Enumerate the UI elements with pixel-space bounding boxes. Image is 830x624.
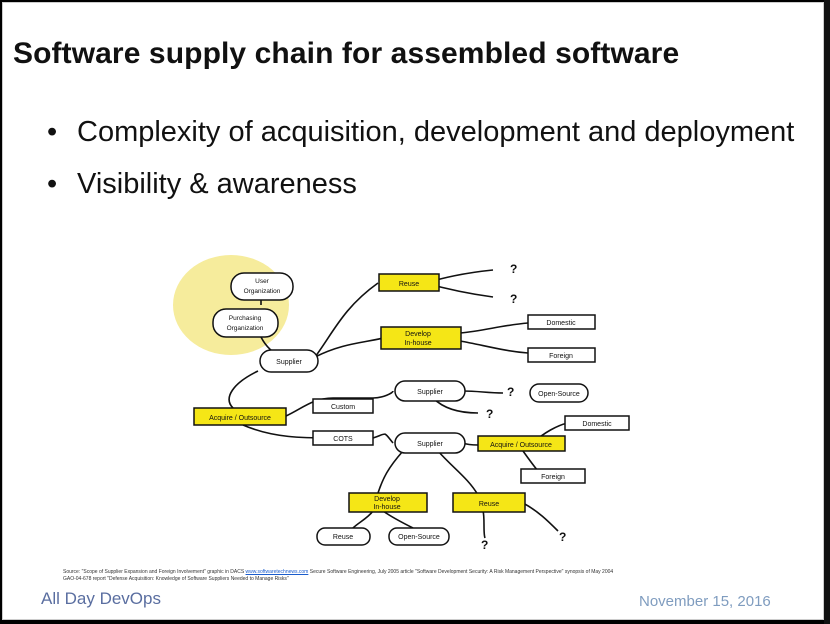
node-cots	[312, 430, 374, 446]
connector	[372, 433, 394, 444]
question-mark: ?	[510, 262, 517, 276]
connector	[352, 510, 374, 529]
node-reuse-leaf	[316, 527, 371, 546]
connector	[459, 340, 529, 354]
node-supplier-top	[259, 349, 319, 373]
source-link[interactable]: www.softwaretechnews.com	[245, 569, 309, 575]
connector	[285, 390, 394, 417]
connector	[314, 337, 384, 358]
label-open-source-bottom: Open-Source	[398, 534, 440, 541]
label-purchasing-organization-2: Organization	[227, 325, 264, 332]
label-acquire-outsource-left: Acquire / Outsource	[209, 415, 271, 422]
label-acquire-outsource-right: Acquire / Outsource	[490, 442, 552, 449]
bullet-text: Complexity of acquisition, development a…	[77, 116, 795, 148]
label-open-source-mid: Open-Source	[538, 391, 580, 398]
slide-title: Software supply chain for assembled soft…	[13, 37, 680, 70]
node-user-organization	[230, 272, 294, 301]
node-develop-inhouse-top	[380, 326, 462, 350]
source-line-1: Source: "Scope of Supplier Expansion and…	[63, 569, 773, 576]
label-develop-top-1: Develop	[405, 331, 431, 338]
question-mark: ?	[510, 292, 517, 306]
node-domestic-bottom	[564, 415, 630, 431]
connector	[437, 450, 479, 496]
label-supplier-top: Supplier	[276, 359, 302, 366]
source-line-2: GAO-04-678 report "Defense Acquisition: …	[63, 576, 289, 582]
node-open-source-bottom	[388, 527, 450, 546]
source-text-post: Secure Software Engineering, July 2005 a…	[309, 569, 614, 575]
bullet-list: • Complexity of acquisition, development …	[43, 111, 803, 205]
label-custom: Custom	[331, 404, 355, 411]
connector	[522, 502, 559, 532]
bullet-item: • Complexity of acquisition, development …	[43, 111, 803, 153]
label-supplier-bottom: Supplier	[417, 441, 443, 448]
label-reuse-leaf: Reuse	[333, 534, 353, 541]
node-reuse-top	[378, 273, 440, 292]
node-foreign-top	[527, 347, 596, 363]
label-domestic-top: Domestic	[546, 320, 576, 327]
label-develop-bottom-1: Develop	[374, 496, 400, 503]
node-reuse-bottom	[452, 492, 526, 513]
connector	[377, 450, 404, 494]
source-text-pre: Source: "Scope of Supplier Expansion and…	[63, 569, 245, 575]
connector	[228, 370, 259, 409]
node-foreign-bottom	[520, 468, 586, 484]
connector	[522, 450, 539, 472]
label-purchasing-organization-1: Purchasing	[229, 315, 262, 322]
label-reuse-top: Reuse	[399, 281, 419, 288]
connector	[459, 322, 529, 334]
node-supplier-bottom	[394, 432, 466, 454]
question-mark: ?	[507, 385, 514, 399]
node-domestic-top	[527, 314, 596, 330]
bullet-text: Visibility & awareness	[77, 168, 357, 200]
node-develop-inhouse-bottom	[348, 492, 428, 513]
bullet-item: • Visibility & awareness	[43, 163, 803, 205]
connector	[314, 282, 379, 358]
label-user-organization-2: Organization	[244, 288, 281, 295]
label-user-organization-1: User	[255, 278, 270, 285]
question-mark: ?	[486, 407, 493, 421]
node-acquire-outsource-right	[477, 435, 566, 452]
organization-halo	[173, 255, 289, 355]
node-supplier-mid	[394, 380, 466, 402]
slide-date: November 15, 2016	[639, 593, 771, 610]
question-mark: ?	[481, 538, 488, 552]
connector	[382, 510, 414, 529]
node-custom	[312, 398, 374, 414]
label-domestic-bottom: Domestic	[582, 421, 612, 428]
source-citation: Source: "Scope of Supplier Expansion and…	[63, 569, 773, 583]
bullet-dot: •	[47, 168, 58, 200]
label-supplier-mid: Supplier	[417, 389, 443, 396]
node-acquire-outsource-left	[193, 407, 287, 426]
connector	[482, 510, 486, 539]
connector	[462, 390, 504, 394]
all-day-devops-logo: All Day DevOps	[41, 589, 161, 608]
label-develop-top-2: In-house	[404, 340, 431, 347]
node-purchasing-organization	[212, 308, 279, 338]
window-edge	[824, 0, 830, 624]
supply-chain-diagram: User Organization Purchasing Organizatio…	[173, 255, 630, 552]
label-foreign-bottom: Foreign	[541, 474, 565, 481]
label-reuse-bottom: Reuse	[479, 501, 499, 508]
label-foreign-top: Foreign	[549, 353, 573, 360]
bullet-dot: •	[47, 116, 58, 148]
label-cots: COTS	[333, 436, 353, 443]
question-mark: ?	[559, 530, 566, 544]
node-open-source-mid	[529, 383, 589, 403]
label-develop-bottom-2: In-house	[373, 504, 400, 511]
